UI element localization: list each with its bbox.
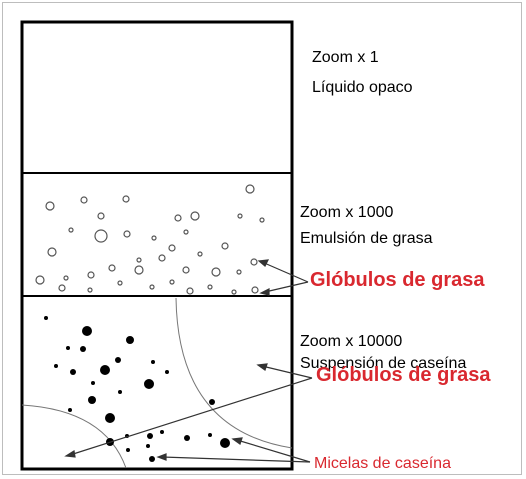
fat-globule <box>174 214 182 222</box>
fat-globule-arc-left <box>21 404 127 469</box>
casein-micelle <box>100 365 110 375</box>
casein-micelle <box>209 399 215 405</box>
fat-globule <box>250 258 258 266</box>
arrow-head <box>259 288 270 296</box>
fat-globule <box>158 254 166 262</box>
fat-globule <box>68 227 74 233</box>
fat-globule <box>87 287 93 293</box>
fat-globule <box>211 267 221 277</box>
fat-globule <box>207 284 213 290</box>
fat-globule <box>237 213 243 219</box>
arrow-line <box>161 456 311 463</box>
arrow-head <box>231 437 243 445</box>
fat-globule <box>259 217 265 223</box>
fat-globule <box>182 266 190 274</box>
arrow-line <box>236 439 311 463</box>
arrow-head <box>64 450 76 458</box>
fat-globule <box>221 242 229 250</box>
fat-globule <box>136 257 142 263</box>
arrow-line <box>264 281 309 293</box>
fat-globule <box>236 269 242 275</box>
casein-micelle <box>91 381 95 385</box>
outer-frame <box>2 2 522 475</box>
fat-globule <box>80 196 88 204</box>
middle-zoom-label: Zoom x 1000 <box>300 204 394 221</box>
arrow-line <box>69 377 313 456</box>
casein-micelle <box>126 336 134 344</box>
bottom-zoom-label: Zoom x 10000 <box>300 333 403 350</box>
fat-globule <box>168 244 176 252</box>
casein-micelle <box>44 316 48 320</box>
bottom-description-label: Suspensión de caseína <box>300 355 467 372</box>
casein-micelle <box>146 444 150 448</box>
casein-micelle <box>105 413 115 423</box>
fat-globule <box>45 201 55 211</box>
fat-globule-arc-right <box>175 297 293 449</box>
casein-micelle <box>126 448 130 452</box>
casein-micelle <box>160 430 164 434</box>
fat-globule <box>186 287 194 295</box>
fat-globule <box>190 211 200 221</box>
casein-micelle <box>88 396 96 404</box>
fat-globule <box>169 279 175 285</box>
casein-micelle <box>115 357 121 363</box>
fat-globule <box>47 247 57 257</box>
large-fat-globule-arcs <box>21 297 293 469</box>
casein-micelle <box>70 369 76 375</box>
casein-micelle <box>82 326 92 336</box>
fat-globule <box>251 286 259 294</box>
fat-globule <box>151 235 157 241</box>
middle-fat-globules-callout: Glóbulos de grasa <box>310 269 485 291</box>
fat-globule <box>94 229 108 243</box>
casein-micelle <box>144 379 154 389</box>
fat-globule <box>122 195 130 203</box>
arrow-head <box>257 259 270 267</box>
fat-globule <box>97 212 105 220</box>
casein-micelle <box>54 364 58 368</box>
bottom-micelles-callout: Micelas de caseína <box>314 455 451 472</box>
fat-globule <box>58 284 66 292</box>
fat-globule <box>197 251 203 257</box>
fat-globule <box>87 271 95 279</box>
casein-micelle <box>66 346 70 350</box>
fat-globule <box>123 230 131 238</box>
fat-globule <box>117 280 123 286</box>
arrows-group <box>64 259 313 463</box>
casein-micelle <box>118 390 122 394</box>
fat-globules-group <box>35 184 265 295</box>
casein-micelle <box>165 370 169 374</box>
top-zoom-label: Zoom x 1 <box>312 49 379 66</box>
casein-micelle <box>149 456 155 462</box>
fat-globule <box>231 289 237 295</box>
fat-globule <box>149 284 155 290</box>
fat-globule <box>63 275 69 281</box>
middle-description-label: Emulsión de grasa <box>300 230 433 247</box>
arrow-line <box>261 365 313 379</box>
arrow-head <box>256 363 268 371</box>
casein-micelle <box>80 346 86 352</box>
arrow-line <box>261 261 309 283</box>
casein-micelle <box>147 433 153 439</box>
fat-globule <box>134 265 144 275</box>
fat-globule <box>108 264 116 272</box>
fat-globule <box>35 275 45 285</box>
casein-micelle <box>184 435 190 441</box>
casein-micelle <box>220 438 230 448</box>
casein-micelle <box>68 408 72 412</box>
casein-micelle <box>151 360 155 364</box>
casein-micelles-group <box>44 316 230 462</box>
arrow-head <box>156 453 167 461</box>
fat-globule <box>183 229 189 235</box>
bottom-fat-globules-callout: Glóbulos de grasa <box>316 364 491 386</box>
column-box <box>20 20 294 471</box>
top-description-label: Líquido opaco <box>312 79 413 96</box>
fat-globule <box>245 184 255 194</box>
casein-micelle <box>208 433 212 437</box>
